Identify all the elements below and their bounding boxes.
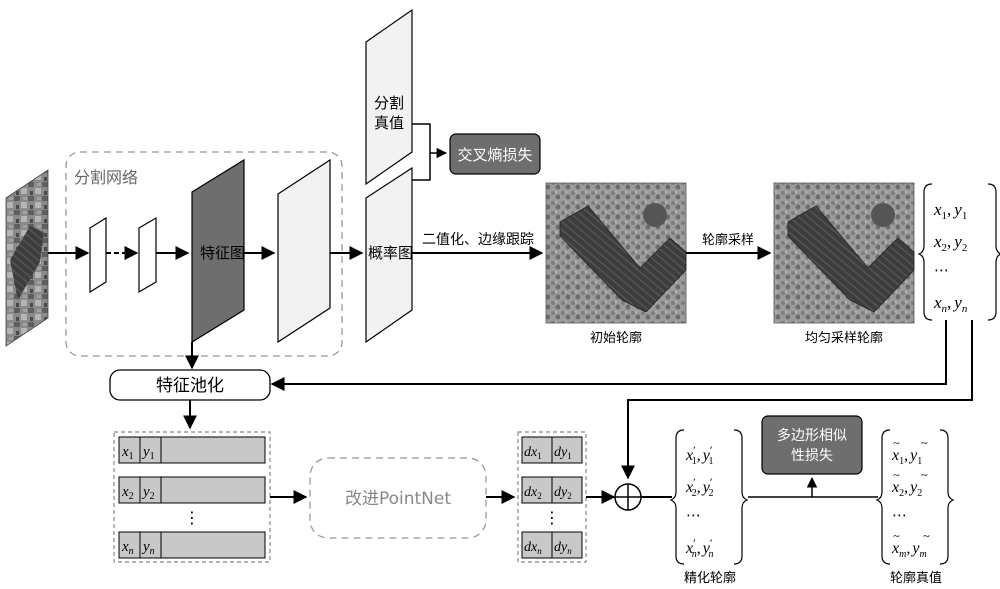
initial-contour-caption: 初始轮廓 (590, 330, 642, 346)
gt-ellipsis: ⋯ (892, 506, 907, 524)
contour-sampling-label: 轮廓采样 (702, 232, 754, 248)
refined-coord-vector: x′1,y′1 x′2,y′2 ⋯ x′n,y′n (669, 429, 749, 565)
svg-text:~: ~ (921, 468, 928, 482)
refined-row-2: x′2,y′2 (685, 475, 713, 499)
segmentation-network-title: 分割网络 (74, 168, 138, 187)
pooled-row-1: x1 y1 (118, 436, 266, 464)
svg-text:~: ~ (893, 529, 900, 543)
pooled-vdots: ⋮ (184, 508, 200, 527)
svg-text:dy2: dy2 (554, 485, 572, 501)
uniform-row-n: xn,yn (933, 293, 968, 315)
small-layer-2 (138, 216, 157, 294)
arrow-coords-to-pooling (270, 320, 947, 391)
ce-loss-box (449, 133, 541, 175)
poly-loss-label-line2: 性损失 (791, 448, 833, 464)
svg-text:dyn: dyn (554, 540, 572, 556)
gt-coord-vector: x1,y1 x2,y2 ⋯ xm,ym ~ ~ ~ ~ ~ ~ (875, 429, 955, 565)
refined-ellipsis: ⋯ (686, 506, 701, 524)
pooled-row-2: x2 y2 (118, 476, 266, 504)
ground-truth-block (365, 8, 413, 186)
offset-row-2: dx2 dy2 (521, 476, 583, 504)
svg-text:~: ~ (893, 436, 900, 450)
feature-map-label: 特征图 (200, 244, 245, 262)
offset-row-n: dxn dyn (521, 531, 583, 559)
svg-text:~: ~ (921, 436, 928, 450)
svg-text:y2: y2 (141, 484, 155, 502)
refined-row-n: x′n,y′n (685, 536, 713, 560)
offset-row-1: dx1 dy1 (521, 436, 583, 464)
gt-row-2: x2,y2 (891, 479, 922, 499)
plus-circle-icon (614, 483, 642, 511)
uniform-row-2: x2,y2 (933, 232, 967, 254)
svg-text:y1: y1 (141, 444, 155, 462)
ground-truth-label-line2: 真值 (374, 114, 404, 132)
gt-contour-caption: 轮廓真值 (890, 570, 942, 586)
prob-map-block (365, 166, 413, 344)
ground-truth-label-line1: 分割 (374, 94, 404, 112)
uniform-contour-image (773, 182, 915, 324)
decoder-layer-block (277, 158, 331, 344)
gt-row-1: x1,y1 (891, 447, 922, 467)
poly-loss-label-line1: 多边形相似 (777, 427, 847, 444)
svg-text:dx1: dx1 (524, 445, 542, 461)
uniform-ellipsis: ⋯ (934, 261, 949, 279)
poly-loss-box (761, 415, 863, 475)
input-aerial-image (5, 169, 49, 347)
refined-contour-caption: 精化轮廓 (684, 570, 736, 586)
pointnet-label: 改进PointNet (345, 489, 451, 509)
svg-text:dy1: dy1 (554, 445, 572, 461)
uniform-contour-caption: 均匀采样轮廓 (805, 330, 883, 346)
svg-text:dxn: dxn (524, 540, 542, 556)
initial-contour-image (545, 182, 687, 324)
uniform-row-1: x1,y1 (933, 200, 967, 222)
binarize-label: 二值化、边缘跟踪 (422, 232, 534, 248)
prob-map-label: 概率图 (368, 244, 413, 262)
uniform-coord-vector: x1,y1 x2,y2 ⋯ xn,yn (917, 183, 1000, 321)
ce-loss-label: 交叉熵损失 (457, 146, 532, 164)
pooled-row-n: xn yn (118, 531, 266, 559)
offset-vdots: ⋮ (544, 508, 560, 527)
svg-text:x2: x2 (121, 484, 134, 502)
svg-text:dx2: dx2 (524, 485, 542, 501)
svg-text:x1: x1 (121, 444, 134, 462)
feature-map-block (191, 158, 245, 344)
loss-bracket (412, 123, 431, 181)
small-layer-1 (89, 216, 107, 294)
feature-pooling-label: 特征池化 (156, 376, 224, 396)
gt-row-m: xm,ym (891, 540, 927, 560)
svg-text:~: ~ (923, 529, 930, 543)
refined-row-1: x′1,y′1 (685, 443, 713, 467)
svg-text:xn: xn (121, 539, 134, 557)
segmentation-network-box (65, 151, 343, 357)
svg-text:~: ~ (893, 468, 900, 482)
arrow-coords-to-plus (621, 320, 973, 480)
svg-text:yn: yn (141, 539, 155, 557)
